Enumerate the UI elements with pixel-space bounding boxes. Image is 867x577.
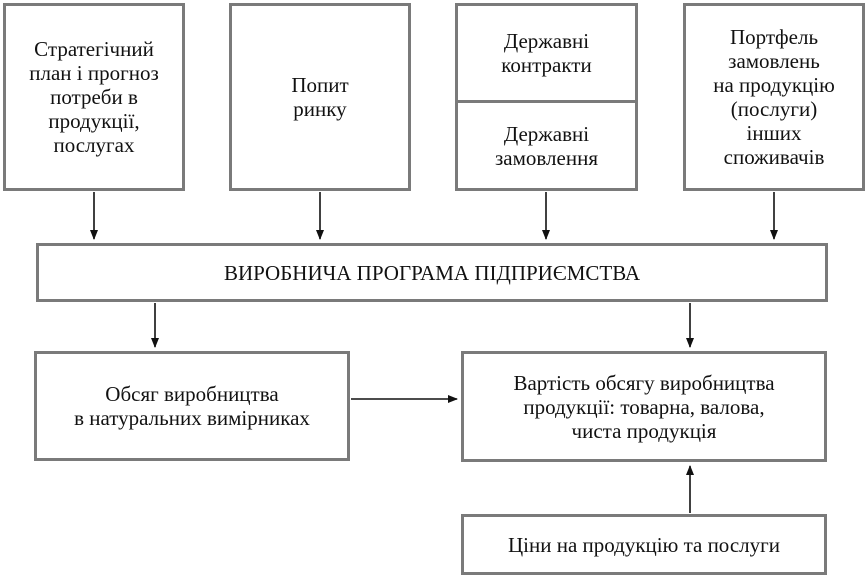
order-portfolio-label: Портфель замовлень на продукцію (послуги… (713, 25, 835, 169)
order-portfolio-box: Портфель замовлень на продукцію (послуги… (683, 3, 865, 191)
market-demand-label: Попит ринку (291, 73, 349, 121)
strategic-plan-label: Стратегічний план і прогноз потреби в пр… (29, 37, 159, 157)
natural-volume-box: Обсяг виробництва в натуральних вимірник… (34, 351, 350, 461)
production-program-box: ВИРОБНИЧА ПРОГРАМА ПІДПРИЄМСТВА (36, 243, 828, 302)
strategic-plan-box: Стратегічний план і прогноз потреби в пр… (3, 3, 185, 191)
prices-label: Ціни на продукцію та послуги (508, 532, 780, 557)
market-demand-box: Попит ринку (229, 3, 411, 191)
value-volume-label: Вартість обсягу виробництва продукції: т… (513, 370, 775, 443)
state-contracts-label: Державні контракти (501, 29, 592, 77)
natural-volume-label: Обсяг виробництва в натуральних вимірник… (74, 382, 310, 430)
state-orders-label: Державні замовлення (495, 121, 598, 170)
prices-box: Ціни на продукцію та послуги (461, 514, 827, 575)
value-volume-box: Вартість обсягу виробництва продукції: т… (461, 351, 827, 462)
state-orders-cell: Державні замовлення (458, 103, 635, 188)
production-program-label: ВИРОБНИЧА ПРОГРАМА ПІДПРИЄМСТВА (223, 260, 641, 285)
state-contracts-cell: Державні контракти (458, 6, 635, 100)
split-divider (458, 100, 635, 103)
state-contracts-orders-box: Державні контракти Державні замовлення (455, 3, 638, 191)
